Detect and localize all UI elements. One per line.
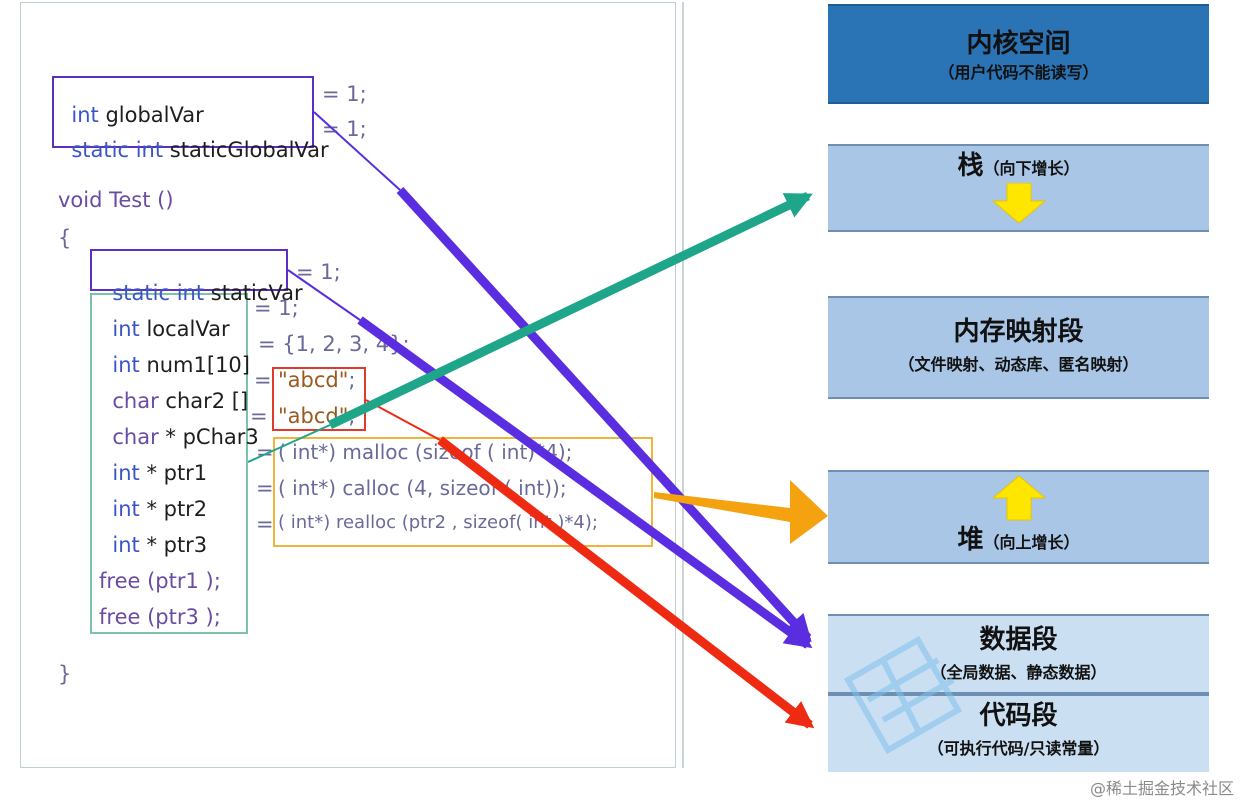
arrow-locals-to-stack — [328, 191, 813, 430]
code-eq-char2: = — [254, 368, 272, 392]
code-line-local-var: int localVar — [99, 298, 230, 341]
code-line-pchar3: char * pChar3 — [99, 406, 259, 449]
string-literal: "abcd" — [278, 368, 349, 392]
gap — [828, 104, 1209, 144]
code-eq-ptr2: = — [256, 476, 274, 500]
type-keyword: static int — [71, 138, 164, 162]
code-eq-ptr3: = — [256, 512, 274, 536]
code-line-free1: free (ptr1 ); — [99, 569, 221, 593]
globals-box — [52, 76, 314, 148]
type-keyword: int — [112, 461, 140, 485]
identifier: * ptr3 — [146, 533, 208, 557]
code-line-ptr3: int * ptr3 — [99, 514, 207, 556]
segment-title: 内存映射段 — [953, 317, 1084, 347]
identifier: * ptr1 — [146, 461, 208, 485]
segment-title: 栈 — [957, 151, 984, 181]
type-keyword: static int — [112, 281, 205, 305]
code-line-global-var: int globalVar — [58, 84, 204, 127]
code-brace-close: } — [58, 662, 72, 686]
segment-subtitle: （用户代码不能读写） — [938, 62, 1099, 82]
identifier: num1[10] — [146, 353, 250, 377]
code-brace-open: { — [58, 226, 72, 250]
code-line-static-global-var: static int staticGlobalVar — [58, 119, 329, 162]
code-init-local-var: = 1; — [254, 296, 299, 320]
segment-heap: 堆（向上增长） — [828, 470, 1209, 564]
code-panel — [20, 2, 676, 768]
connector-static-var — [287, 269, 361, 321]
segment-code: 代码段 （可执行代码/只读常量） — [828, 694, 1209, 772]
identifier: * pChar3 — [165, 425, 259, 449]
segment-subtitle: （可执行代码/只读常量） — [927, 738, 1110, 758]
connector-locals — [247, 424, 331, 463]
connector-globals — [313, 111, 401, 191]
code-init-static-var: = 1; — [296, 260, 341, 284]
type-keyword: int — [112, 317, 140, 341]
arrow-up-icon — [991, 475, 1046, 521]
code-line-static-var: static int staticVar — [99, 262, 303, 305]
background-sketch — [843, 635, 963, 755]
identifier: staticVar — [210, 281, 303, 305]
segment-title: 代码段 — [979, 701, 1058, 731]
type-keyword: int — [112, 533, 140, 557]
arrow-literals-to-code — [437, 436, 815, 729]
segment-title: 堆 — [957, 525, 984, 555]
code-line-ptr2: int * ptr2 — [99, 478, 207, 520]
segment-stack: 栈（向下增长） — [828, 144, 1209, 232]
code-eq-pchar3: = — [250, 404, 268, 428]
code-line-free3: free (ptr3 ); — [99, 605, 221, 629]
segment-subtitle: （文件映射、动态库、匿名映射） — [898, 354, 1139, 374]
code-line-num1: int num1[10] — [99, 334, 250, 376]
segment-title: 数据段 — [979, 625, 1058, 655]
arrow-alloc-to-heap — [654, 480, 828, 544]
identifier: globalVar — [105, 103, 204, 127]
code-line-ptr1: int * ptr1 — [99, 442, 207, 484]
segment-subtitle: （向上增长） — [983, 533, 1080, 552]
segment-title-row: 栈（向下增长） — [957, 152, 1079, 181]
type-keyword: int — [112, 497, 140, 521]
segment-mmap: 内存映射段 （文件映射、动态库、匿名映射） — [828, 296, 1209, 399]
heap-alloc-box — [273, 437, 653, 547]
code-expr-ptr3: ( int*) realloc (ptr2 , sizeof( int )*4)… — [278, 512, 598, 533]
code-expr-ptr2: ( int*) calloc (4, sizeof ( int)); — [278, 476, 567, 500]
segment-subtitle: （全局数据、静态数据） — [930, 662, 1107, 682]
identifier: char2 [] — [165, 389, 249, 413]
panel-divider — [682, 2, 684, 768]
arrow-down-icon — [991, 182, 1046, 224]
identifier: staticGlobalVar — [169, 138, 329, 162]
code-func-header: void Test () — [58, 188, 174, 212]
arrow-static-to-data — [357, 316, 813, 649]
segment-title: 内核空间 — [966, 29, 1071, 59]
locals-box — [90, 293, 248, 634]
type-keyword: int — [112, 353, 140, 377]
identifier: localVar — [146, 317, 230, 341]
type-keyword: int — [71, 103, 99, 127]
type-keyword: char — [112, 389, 159, 413]
segment-subtitle: （向下增长） — [983, 159, 1080, 178]
arrow-globals-to-data — [396, 186, 812, 642]
semicolon: ; — [348, 368, 356, 392]
code-init-global-var: = 1; — [322, 82, 367, 106]
watermark: @稀土掘金技术社区 — [1089, 779, 1234, 798]
segment-kernel: 内核空间 （用户代码不能读写） — [828, 4, 1209, 104]
type-keyword: char — [112, 425, 159, 449]
code-line-char2: char char2 [] — [99, 370, 248, 412]
code-str-char2: "abcd"; — [278, 370, 355, 391]
static-var-box — [90, 249, 288, 291]
identifier: * ptr2 — [146, 497, 208, 521]
segment-title-row: 堆（向上增长） — [957, 526, 1079, 555]
